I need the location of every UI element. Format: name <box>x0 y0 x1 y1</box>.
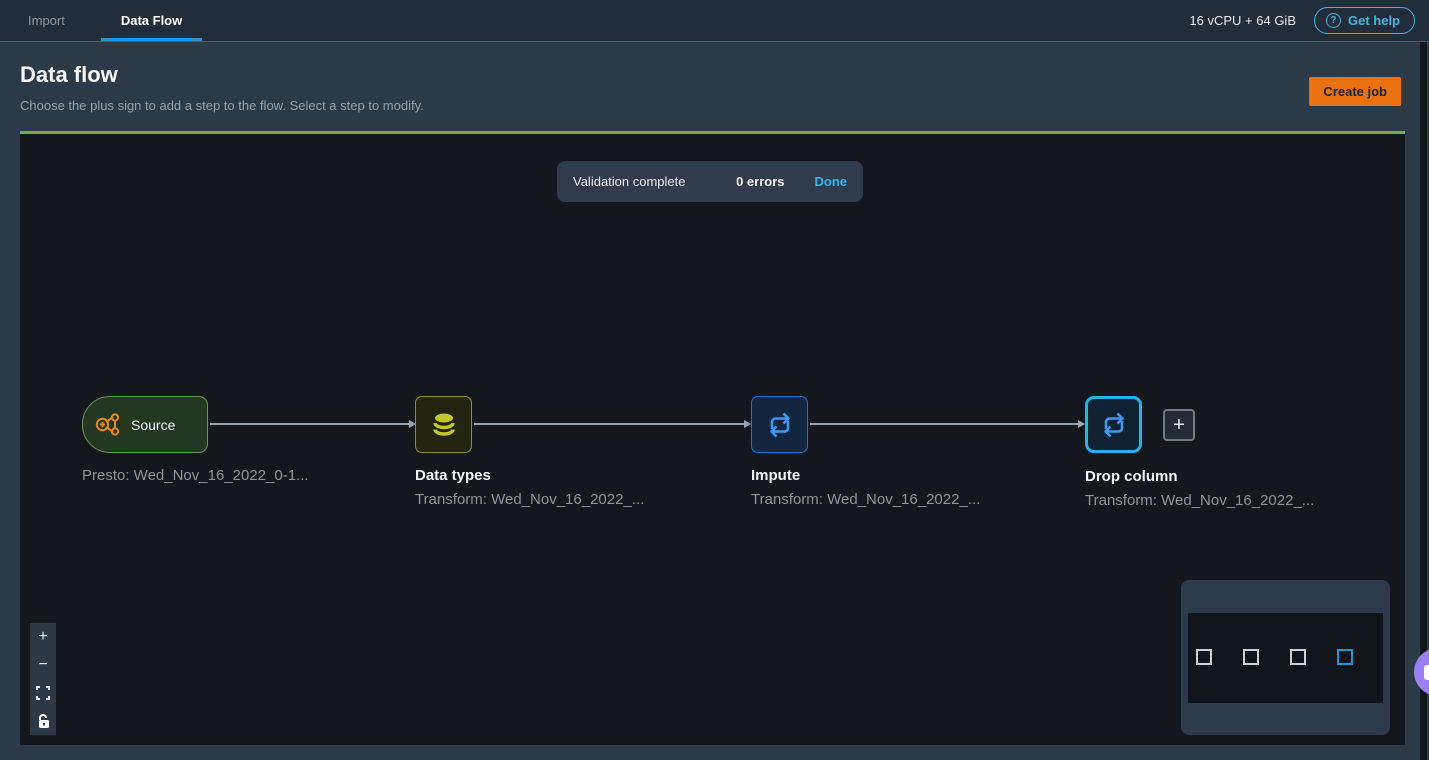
tab-bar: Import Data Flow <box>0 0 210 41</box>
database-icon <box>432 413 455 436</box>
edge-datatypes-to-impute <box>474 420 751 428</box>
page-title: Data flow <box>20 62 118 87</box>
topbar-right: 16 vCPU + 64 GiB ? Get help <box>1189 7 1429 34</box>
done-button[interactable]: Done <box>814 174 848 189</box>
source-node-label: Source <box>131 416 176 433</box>
error-count: 0 errors <box>736 174 785 189</box>
get-help-label: Get help <box>1347 13 1400 28</box>
tab-data-flow[interactable]: Data Flow <box>93 0 210 41</box>
add-step-button[interactable]: + <box>1163 409 1195 441</box>
drop-column-label-group: Drop column Transform: Wed_Nov_16_2022_.… <box>1085 468 1314 509</box>
data-types-label-group: Data types Transform: Wed_Nov_16_2022_..… <box>415 467 644 508</box>
zoom-in-button[interactable]: + <box>38 628 48 645</box>
source-node-sublabel: Presto: Wed_Nov_16_2022_0-1... <box>82 467 309 484</box>
impute-label-group: Impute Transform: Wed_Nov_16_2022_... <box>751 467 980 508</box>
question-mark-icon: ? <box>1325 13 1341 28</box>
unlock-icon <box>38 714 49 728</box>
minimap-node <box>1243 649 1259 665</box>
node-sublabel: Transform: Wed_Nov_16_2022_... <box>415 491 645 508</box>
node-sublabel: Transform: Wed_Nov_16_2022_... <box>1085 492 1315 509</box>
transform-loop-icon <box>769 412 790 437</box>
node-drop-column[interactable] <box>1085 396 1142 453</box>
data-source-icon <box>95 413 120 436</box>
zoom-out-button[interactable]: − <box>38 656 48 673</box>
feedback-bubble-button[interactable] <box>1414 648 1429 696</box>
minimap-viewport[interactable] <box>1188 613 1383 703</box>
right-edge-panel <box>1420 42 1429 760</box>
resource-usage-label: 16 vCPU + 64 GiB <box>1189 13 1296 28</box>
edge-impute-to-dropcolumn <box>810 420 1085 428</box>
validation-message: Validation complete <box>573 174 686 189</box>
transform-loop-icon <box>1103 412 1124 437</box>
edge-source-to-datatypes <box>210 420 416 428</box>
node-title: Drop column <box>1085 468 1178 485</box>
get-help-button[interactable]: ? Get help <box>1313 7 1415 34</box>
feedback-icon <box>1424 665 1429 680</box>
node-title: Data types <box>415 467 491 484</box>
minimap[interactable] <box>1181 580 1390 735</box>
node-title: Impute <box>751 467 801 484</box>
page-subtitle: Choose the plus sign to add a step to th… <box>20 98 424 113</box>
topbar: Import Data Flow 16 vCPU + 64 GiB ? Get … <box>0 0 1429 42</box>
lock-button[interactable] <box>30 707 56 735</box>
fit-view-icon <box>36 686 50 700</box>
minimap-node <box>1196 649 1212 665</box>
tab-import[interactable]: Import <box>28 13 65 28</box>
flow-canvas[interactable]: Validation complete 0 errors Done <box>20 131 1405 745</box>
minimap-node <box>1290 649 1306 665</box>
fit-view-button[interactable] <box>30 679 56 707</box>
create-job-button[interactable]: Create job <box>1309 77 1401 106</box>
canvas-controls: + − <box>30 623 56 735</box>
node-source[interactable]: Source <box>82 396 208 453</box>
node-data-types[interactable] <box>415 396 472 453</box>
minimap-node-selected <box>1337 649 1353 665</box>
canvas-top-accent <box>20 131 1405 134</box>
node-impute[interactable] <box>751 396 808 453</box>
validation-toast: Validation complete 0 errors Done <box>557 161 863 202</box>
page-header: Data flow Choose the plus sign to add a … <box>20 42 1405 113</box>
node-sublabel: Transform: Wed_Nov_16_2022_... <box>751 491 981 508</box>
